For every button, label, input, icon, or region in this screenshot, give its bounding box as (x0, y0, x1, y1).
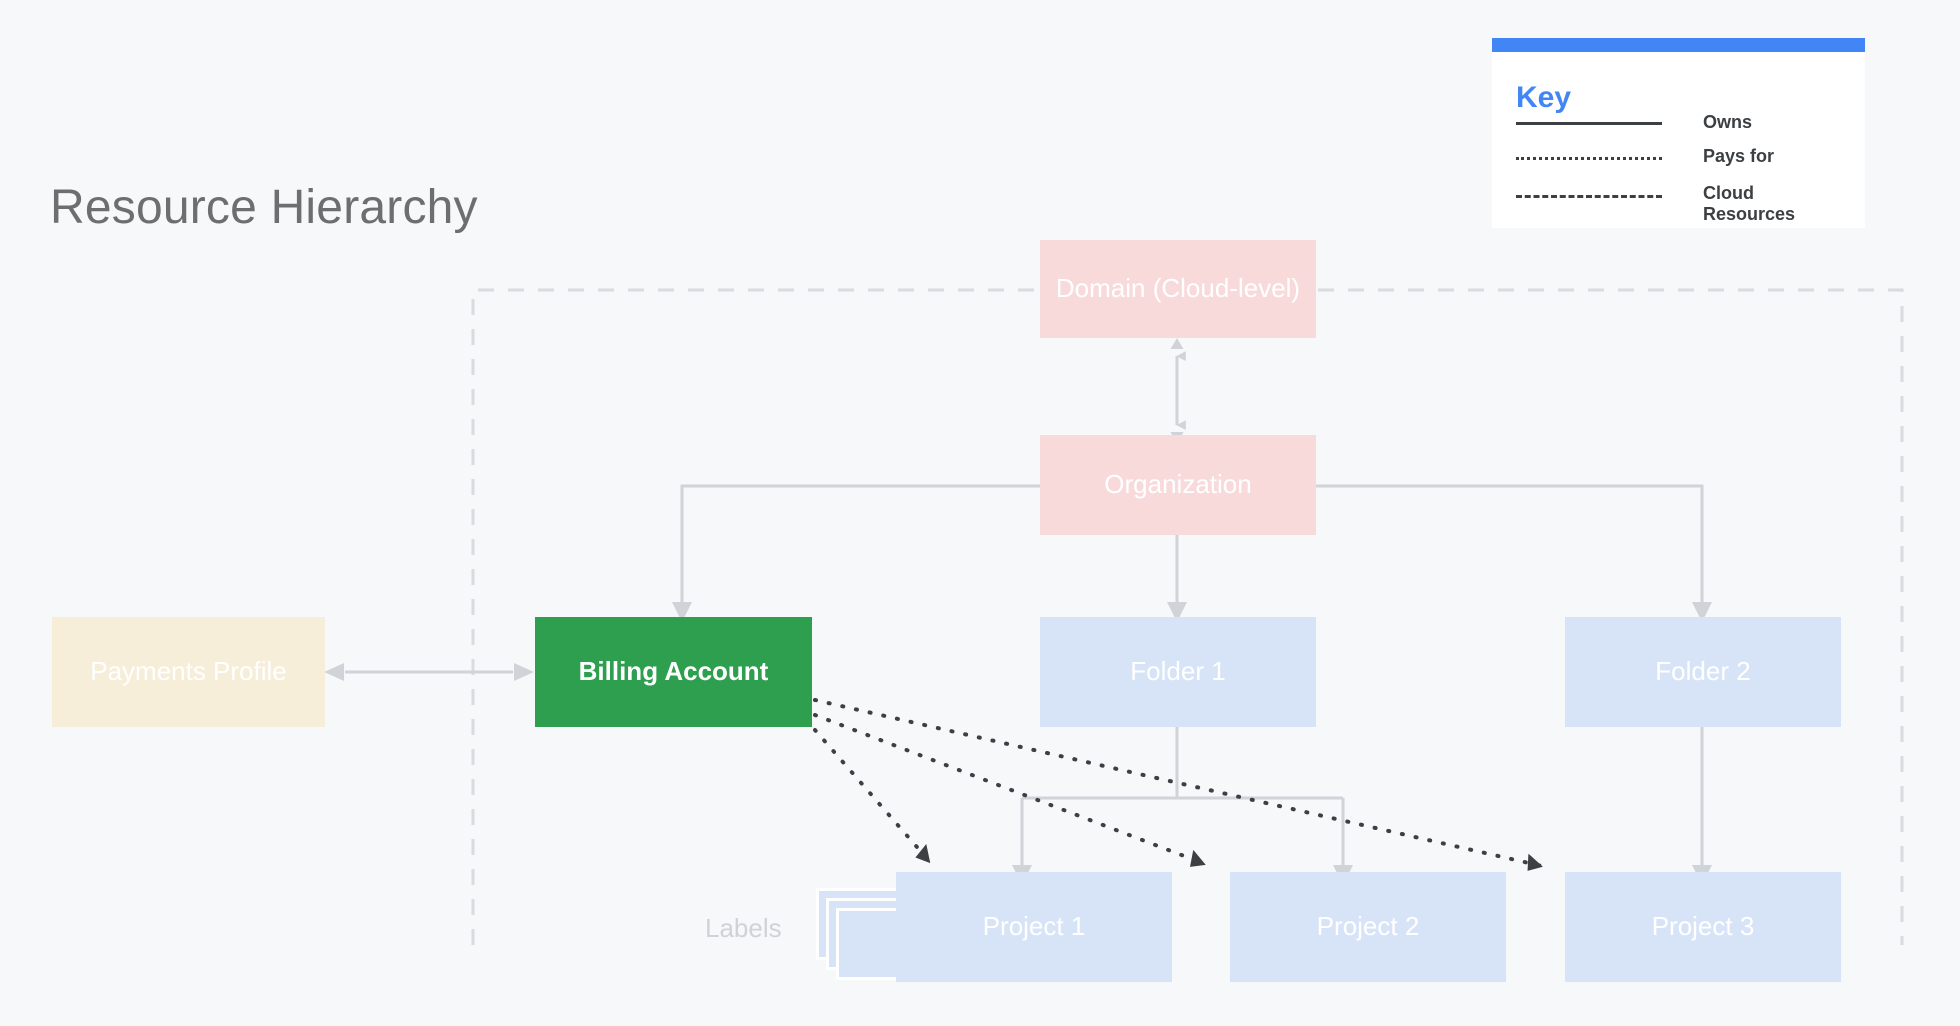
key-label-owns: Owns (1703, 112, 1753, 132)
edge-organization-folder1 (1167, 535, 1187, 622)
node-organization-label: Organization (1104, 469, 1252, 500)
edge-billing-pays-project2 (813, 713, 1207, 867)
page-title: Resource Hierarchy (50, 181, 478, 234)
edge-folder1-projects (1012, 727, 1353, 885)
key-panel (1492, 38, 1865, 228)
key-sample-owns (1516, 122, 1662, 125)
node-folder-2-label: Folder 2 (1655, 656, 1751, 687)
edge-organization-billing-account (672, 484, 1040, 622)
node-folder-1[interactable]: Folder 1 (1040, 617, 1316, 727)
edge-domain-organization (1170, 338, 1186, 443)
key-label-cloud-resources: Cloud Resources (1703, 183, 1796, 225)
cloud-resources-boundary (471, 288, 1904, 945)
key-label-pays-for: Pays for (1703, 146, 1775, 166)
edge-billing-pays-project3 (813, 698, 1544, 871)
labels-caption: Labels (705, 913, 782, 943)
node-project-1-label: Project 1 (982, 911, 1086, 942)
node-organization[interactable]: Organization (1040, 435, 1316, 535)
node-folder-1-label: Folder 1 (1130, 656, 1226, 687)
node-payments-profile[interactable]: Payments Profile (52, 617, 325, 727)
key-sample-cloud-resources (1516, 195, 1662, 198)
node-billing-account-label: Billing Account (578, 656, 769, 687)
key-title: Key (1516, 81, 1572, 114)
node-project-1[interactable]: Project 1 (896, 872, 1172, 982)
node-folder-2[interactable]: Folder 2 (1565, 617, 1841, 727)
edge-folder2-project3 (1692, 727, 1712, 885)
edge-payments-billing (324, 663, 534, 681)
node-project-3-label: Project 3 (1651, 911, 1755, 942)
node-billing-account[interactable]: Billing Account (535, 617, 812, 727)
node-domain[interactable]: Domain (Cloud-level) (1040, 240, 1316, 338)
node-project-2[interactable]: Project 2 (1230, 872, 1506, 982)
node-payments-profile-label: Payments Profile (90, 656, 287, 687)
node-project-3[interactable]: Project 3 (1565, 872, 1841, 982)
edge-billing-pays-project1 (813, 728, 932, 864)
node-domain-label: Domain (Cloud-level) (1055, 273, 1301, 304)
key-sample-pays-for (1516, 157, 1662, 160)
node-project-2-label: Project 2 (1316, 911, 1420, 942)
edge-organization-folder2 (1315, 484, 1712, 622)
